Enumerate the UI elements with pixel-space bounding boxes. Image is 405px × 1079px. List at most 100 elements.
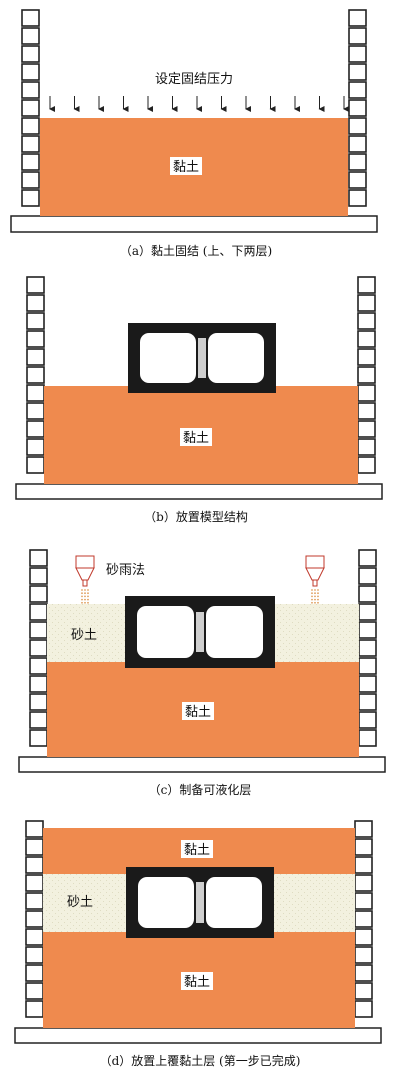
wall-block	[25, 874, 44, 892]
clay-bottom-label-box-d	[181, 972, 213, 990]
sand-hopper-right	[305, 555, 325, 604]
wall-block	[354, 964, 373, 982]
base-plate-d	[14, 1027, 382, 1044]
wall-block	[26, 384, 45, 402]
caption-b: （b）放置模型结构	[144, 509, 248, 524]
wall-block	[348, 189, 367, 207]
left-wall-a	[21, 9, 40, 207]
wall-block	[354, 838, 373, 856]
wall-block	[358, 549, 377, 567]
clay-label-box-c	[182, 702, 214, 720]
wall-block	[348, 81, 367, 99]
wall-block	[25, 892, 44, 910]
wall-block	[26, 366, 45, 384]
sand-grain	[84, 589, 86, 591]
wall-block	[21, 135, 40, 153]
clay-label-box-b	[180, 428, 212, 446]
panel-b: 黏土 （b）放置模型结构	[15, 276, 383, 524]
wall-block	[25, 910, 44, 928]
wall-block	[25, 928, 44, 946]
sand-grain	[314, 592, 316, 595]
wall-block	[358, 621, 377, 639]
wall-block	[21, 63, 40, 81]
sand-grain	[81, 601, 83, 604]
sand-grain	[81, 592, 83, 595]
wall-block	[357, 294, 376, 312]
sand-grain	[87, 589, 89, 591]
wall-block	[26, 456, 45, 474]
clay-label-c: 黏土	[185, 704, 211, 720]
wall-block	[21, 9, 40, 27]
wall-block	[354, 856, 373, 874]
wall-block	[358, 729, 377, 747]
wall-block	[354, 820, 373, 838]
tunnel-structure-d	[126, 867, 274, 938]
wall-block	[21, 171, 40, 189]
clay-label-box-a	[170, 157, 202, 175]
wall-block	[354, 946, 373, 964]
clay-label-a: 黏土	[173, 159, 199, 175]
sand-grain	[81, 595, 83, 598]
load-label: 设定固结压力	[155, 72, 233, 87]
sand-grain	[311, 598, 313, 601]
wall-block	[348, 27, 367, 45]
wall-block	[26, 276, 45, 294]
sand-grain	[317, 592, 319, 595]
wall-block	[354, 910, 373, 928]
sand-grain	[81, 589, 83, 591]
wall-block	[29, 621, 48, 639]
clay-bottom-label-d: 黏土	[184, 974, 210, 990]
clay-top-label-box-d	[181, 840, 213, 858]
sand-grain	[317, 595, 319, 598]
wall-block	[29, 711, 48, 729]
sand-label-d: 砂土	[67, 895, 93, 910]
wall-block	[26, 438, 45, 456]
tunnel-structure-b	[128, 323, 276, 393]
wall-block	[26, 294, 45, 312]
base-plate-a	[10, 215, 378, 233]
base-plate-b	[15, 483, 383, 500]
sand-grain	[87, 598, 89, 601]
wall-block	[357, 348, 376, 366]
wall-block	[25, 1000, 44, 1018]
sand-grain	[84, 598, 86, 601]
clay-label-b: 黏土	[183, 430, 209, 446]
sand-grain	[87, 592, 89, 595]
wall-block	[357, 456, 376, 474]
wall-block	[358, 675, 377, 693]
wall-block	[29, 693, 48, 711]
sand-grain	[311, 589, 313, 591]
wall-block	[26, 420, 45, 438]
wall-block	[357, 438, 376, 456]
wall-block	[348, 117, 367, 135]
wall-block	[358, 693, 377, 711]
left-wall-d	[25, 820, 44, 1018]
wall-block	[358, 711, 377, 729]
wall-block	[357, 276, 376, 294]
wall-block	[358, 657, 377, 675]
center-column-d	[196, 882, 204, 923]
wall-block	[25, 838, 44, 856]
caption-c: （c）制备可液化层	[149, 782, 252, 797]
sand-grain	[84, 595, 86, 598]
sand-grain	[87, 601, 89, 604]
wall-block	[21, 153, 40, 171]
sand-grain	[314, 589, 316, 591]
wall-block	[29, 585, 48, 603]
wall-block	[354, 874, 373, 892]
wall-block	[26, 312, 45, 330]
wall-block	[354, 982, 373, 1000]
pressure-arrows	[49, 96, 349, 112]
wall-block	[358, 567, 377, 585]
sand-grain	[84, 601, 86, 604]
right-wall-d	[354, 820, 373, 1018]
wall-block	[21, 27, 40, 45]
wall-block	[25, 856, 44, 874]
wall-block	[357, 312, 376, 330]
wall-block	[21, 45, 40, 63]
wall-block	[29, 657, 48, 675]
wall-block	[26, 402, 45, 420]
sand-grain	[314, 601, 316, 604]
wall-block	[357, 330, 376, 348]
wall-block	[25, 982, 44, 1000]
